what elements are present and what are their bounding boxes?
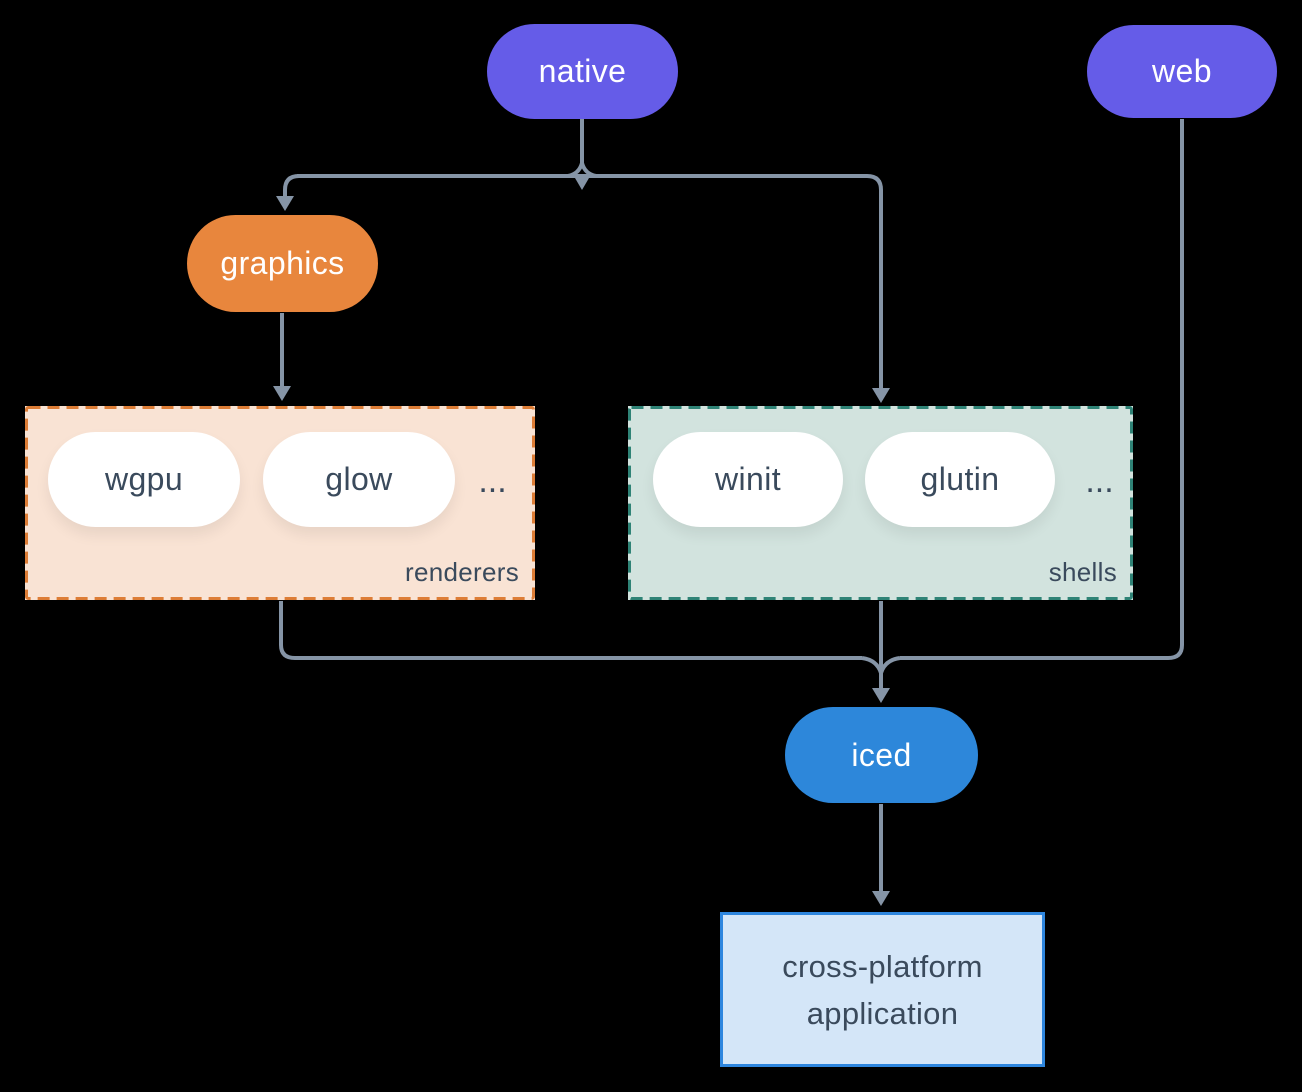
shells-ellipsis: ... (1085, 462, 1114, 500)
split-droplet-tip (575, 178, 589, 190)
edge-split-flare-left (567, 162, 584, 178)
arrowhead-graphics (276, 196, 294, 211)
edge-native-to-graphics (283, 174, 300, 196)
group-shells: winit glutin ... shells (628, 406, 1133, 600)
arrowhead-iced (872, 688, 890, 703)
node-glow-label: glow (325, 461, 393, 497)
node-glutin: glutin (865, 432, 1055, 527)
group-renderers: wgpu glow ... renderers (25, 406, 535, 600)
renderers-ellipsis: ... (478, 462, 507, 500)
node-iced-label: iced (851, 736, 912, 773)
group-renderers-label: renderers (405, 557, 519, 587)
node-glutin-label: glutin (920, 461, 1000, 497)
edge-split-flare-right (580, 162, 597, 178)
edge-merge-flare-right (879, 656, 901, 674)
node-glow: glow (263, 432, 455, 527)
node-web: web (1087, 25, 1277, 118)
edge-native-to-shells (866, 174, 883, 388)
arrowhead-renderers (273, 386, 291, 401)
edge-merge-flare-left (861, 656, 883, 674)
node-winit: winit (653, 432, 843, 527)
group-shells-label: shells (1048, 557, 1117, 587)
node-wgpu-label: wgpu (104, 461, 184, 497)
arrowhead-shells (872, 388, 890, 403)
node-application: cross-platform application (720, 912, 1045, 1067)
node-native: native (487, 24, 678, 119)
node-web-label: web (1152, 53, 1212, 89)
node-winit-label: winit (714, 461, 781, 497)
edge-renderers-to-merge (279, 601, 862, 660)
node-graphics: graphics (187, 215, 378, 312)
arrowhead-application (872, 891, 890, 906)
node-wgpu: wgpu (48, 432, 240, 527)
node-graphics-label: graphics (220, 245, 345, 281)
node-native-label: native (538, 53, 627, 89)
node-iced: iced (785, 707, 978, 803)
node-application-label-line1: cross-platform (782, 948, 983, 984)
node-application-label-line2: application (806, 995, 959, 1031)
